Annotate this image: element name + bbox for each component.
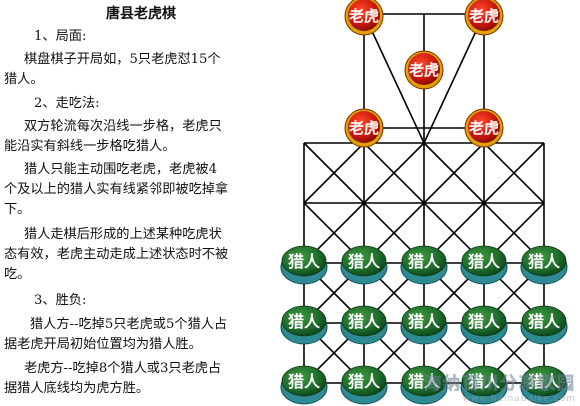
hunter-piece[interactable]: 猎人 bbox=[280, 245, 328, 285]
rules-line: 棋盘棋子开局如，5只老虎怼15个 bbox=[24, 52, 221, 67]
tiger-label: 老虎 bbox=[348, 119, 379, 137]
rules-line: 吃。 bbox=[4, 267, 31, 282]
rules-line: 猎人。 bbox=[4, 72, 44, 87]
hunter-piece[interactable]: 猎人 bbox=[460, 305, 508, 345]
hunter-label: 猎人 bbox=[348, 252, 381, 271]
tiger-label: 老虎 bbox=[468, 7, 499, 25]
grid-diagonal-line bbox=[483, 142, 545, 204]
tiger-piece[interactable]: 老虎 bbox=[344, 0, 384, 36]
hunter-piece[interactable]: 猎人 bbox=[460, 365, 508, 405]
hunter-label: 猎人 bbox=[468, 252, 501, 271]
hunter-label: 猎人 bbox=[408, 252, 441, 271]
tiger-label: 老虎 bbox=[348, 7, 379, 25]
rules-line: 双方轮流每次沿线一步格，老虎只 bbox=[24, 119, 222, 134]
rules-line: 据猎人底线均为虎方胜。 bbox=[4, 381, 150, 396]
hunter-piece[interactable]: 猎人 bbox=[400, 305, 448, 345]
hunter-label: 猎人 bbox=[348, 372, 381, 391]
hunter-piece[interactable]: 猎人 bbox=[280, 305, 328, 345]
rules-panel: 唐县老虎棋 1、局面: 棋盘棋子开局如，5只老虎怼15个 猎人。 2、走吃法: … bbox=[4, 6, 229, 396]
hunter-piece[interactable]: 猎人 bbox=[280, 365, 328, 405]
rules-line: 老虎方--吃掉8个猎人或3只老虎占 bbox=[24, 361, 222, 376]
grid-diagonal-line bbox=[363, 142, 425, 204]
rules-line: 能沿实有斜线一步格吃猎人。 bbox=[4, 139, 176, 154]
rules-line: 猎人走棋后形成的上述某种吃虎状 bbox=[24, 227, 222, 242]
tiger-label: 老虎 bbox=[468, 119, 499, 137]
hunter-piece[interactable]: 猎人 bbox=[340, 305, 388, 345]
hunter-piece[interactable]: 猎人 bbox=[520, 365, 568, 405]
hunter-piece[interactable]: 猎人 bbox=[460, 245, 508, 285]
hunter-label: 猎人 bbox=[288, 252, 321, 271]
den-diagonal-line bbox=[363, 13, 425, 144]
hunter-label: 猎人 bbox=[528, 372, 561, 391]
hunter-piece[interactable]: 猎人 bbox=[340, 245, 388, 285]
rules-line: 猎人方--吃掉5只老虎或5个猎人占 bbox=[30, 317, 228, 332]
hunter-label: 猎人 bbox=[528, 252, 561, 271]
rules-line: 2、走吃法: bbox=[34, 96, 100, 111]
rules-line: 据老虎开局初始位置均为猎人胜。 bbox=[4, 337, 202, 352]
rules-line: 态有效，老虎主动走成上述状态时不被 bbox=[4, 247, 229, 262]
hunter-label: 猎人 bbox=[468, 312, 501, 331]
board-pieces: 老虎老虎老虎老虎老虎猎人猎人猎人猎人猎人猎人猎人猎人猎人猎人猎人猎人猎人猎人猎人 bbox=[280, 0, 568, 405]
hunter-piece[interactable]: 猎人 bbox=[340, 365, 388, 405]
hunter-label: 猎人 bbox=[528, 312, 561, 331]
rules-line: 猎人只能主动围吃老虎，老虎被4 bbox=[24, 162, 218, 177]
hunter-label: 猎人 bbox=[288, 372, 321, 391]
hunter-label: 猎人 bbox=[348, 312, 381, 331]
hunter-label: 猎人 bbox=[408, 312, 441, 331]
tiger-piece[interactable]: 老虎 bbox=[464, 108, 504, 148]
hunter-piece[interactable]: 猎人 bbox=[400, 245, 448, 285]
grid-diagonal-line bbox=[303, 142, 365, 204]
rules-line: 下。 bbox=[4, 202, 31, 217]
hunter-label: 猎人 bbox=[408, 372, 441, 391]
rules-line: 3、胜负: bbox=[34, 293, 87, 308]
tiger-piece[interactable]: 老虎 bbox=[404, 50, 444, 90]
tiger-piece[interactable]: 老虎 bbox=[344, 108, 384, 148]
hunter-piece[interactable]: 猎人 bbox=[520, 245, 568, 285]
rules-line: 个及以上的猎人实有线紧邻即被吃掉拿 bbox=[4, 182, 229, 197]
rules-line: 1、局面: bbox=[34, 29, 87, 44]
hunter-label: 猎人 bbox=[288, 312, 321, 331]
hunter-piece[interactable]: 猎人 bbox=[520, 305, 568, 345]
hunter-piece[interactable]: 猎人 bbox=[400, 365, 448, 405]
tiger-label: 老虎 bbox=[408, 61, 439, 79]
hunter-label: 猎人 bbox=[468, 372, 501, 391]
grid-diagonal-line bbox=[423, 142, 485, 204]
den-diagonal-line bbox=[423, 13, 485, 144]
rules-title: 唐县老虎棋 bbox=[106, 6, 176, 22]
tiger-piece[interactable]: 老虎 bbox=[464, 0, 504, 36]
